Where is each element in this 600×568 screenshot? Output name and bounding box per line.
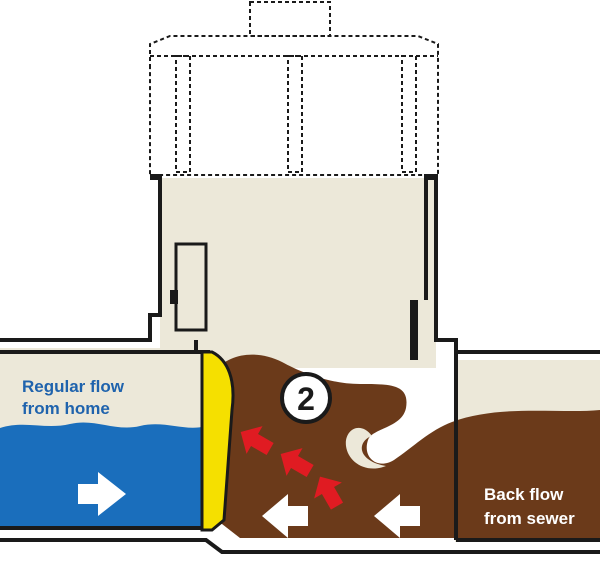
clean-water <box>0 422 206 528</box>
arrow-right-icon <box>78 472 126 516</box>
regular-flow-label-line2: from home <box>22 399 110 418</box>
flap-hinge <box>170 242 208 332</box>
wall-highlights <box>150 174 438 360</box>
back-flow-label: Back flow from sewer <box>484 485 575 528</box>
regular-flow-label: Regular flow from home <box>22 377 125 418</box>
dashed-cap-outline <box>149 1 439 176</box>
arrow-left-icon <box>262 494 308 538</box>
regular-flow-label-line1: Regular flow <box>22 377 125 396</box>
back-flow-label-line1: Back flow <box>484 485 564 504</box>
arrow-left-icon <box>374 494 420 538</box>
sewage-wave-curl <box>345 427 386 469</box>
step-number: 2 <box>297 381 315 417</box>
pipe-walls <box>0 178 600 554</box>
step-badge: 2 <box>280 372 332 424</box>
back-flow-label-line2: from sewer <box>484 509 575 528</box>
flap-gate <box>200 350 235 532</box>
arrow-diagonal-icon <box>240 426 344 510</box>
